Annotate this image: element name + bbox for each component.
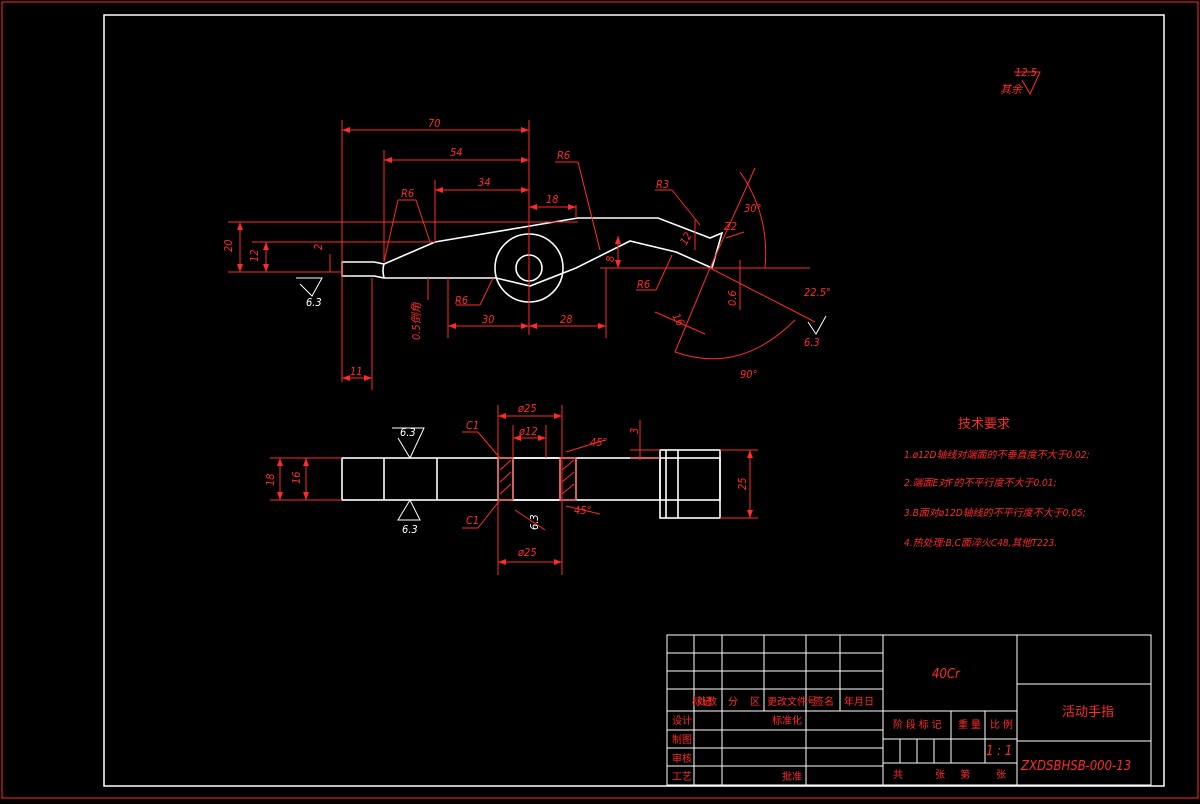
ra-right: 6.3	[804, 336, 820, 349]
tb-drafter-label: 制图	[672, 733, 692, 746]
tb-approve-label: 批准	[782, 770, 802, 783]
tb-sheet-unit: 张	[996, 769, 1006, 781]
top-view-dimension-lines	[228, 120, 816, 390]
dim-16-bottom: 16	[290, 471, 303, 484]
tech-req-item: 2.端面E对F的不平行度不大于0.01;	[904, 477, 1057, 489]
tb-sheet-unit: 张	[935, 769, 945, 781]
dim-c1-top: C1	[466, 419, 479, 432]
technical-requirements: 技术要求 1.ø12D轴线对端面的不垂直度不大于0.02; 2.端面E对F的不平…	[904, 417, 1090, 549]
dim-30: 30	[482, 313, 495, 326]
bottom-view: ø25 ø12 ø25 C1 C1 45° 45° 3 18 16 25 6.3…	[264, 402, 758, 575]
dim-r6-d: R6	[637, 278, 650, 291]
dim-phi25-bottom: ø25	[517, 546, 537, 559]
ra-left: 6.3	[306, 296, 322, 309]
bottom-view-outline	[341, 449, 721, 519]
tech-req-item: 3.B面对ø12D轴线的不平行度不大于0.05;	[904, 507, 1086, 519]
tech-req-title: 技术要求	[958, 417, 1010, 432]
inner-frame	[103, 14, 1165, 787]
tb-header-cell: 更改文件号	[767, 695, 817, 708]
rest-label: 其余	[1000, 83, 1024, 96]
tb-scale-label: 比 例	[990, 718, 1013, 731]
surface-finish-rest: 其余 12.5	[1000, 66, 1041, 96]
dim-12: 12	[248, 249, 261, 262]
dim-25: 25	[736, 477, 749, 490]
tb-checker-label: 审核	[672, 752, 692, 765]
tb-header-cell: 标记	[692, 696, 712, 708]
tb-stage-label: 阶 段 标 记	[893, 718, 942, 731]
tb-part-name: 活动手指	[1062, 705, 1114, 720]
roughness-symbol-icon	[807, 315, 827, 335]
tb-header-cell: 签名	[814, 695, 834, 708]
dim-54: 54	[450, 146, 463, 159]
dim-16: 16	[669, 311, 687, 328]
title-block-grid	[666, 634, 1152, 786]
tb-scale-value: 1 : 1	[986, 744, 1012, 759]
bottom-view-arrowheads	[277, 413, 753, 565]
tb-process-label: 工艺	[672, 771, 692, 783]
dim-18: 18	[546, 193, 559, 206]
dim-12-b: 12	[677, 230, 695, 247]
dim-z2: Z2	[723, 220, 737, 233]
top-view: 70 54 34 18 R6 R6 R3 R6 R6 20 12 2 6.3 3…	[222, 117, 831, 390]
ra-bore: 6.3	[528, 514, 541, 530]
title-block: 标记 处数 分 区 更改文件号 签名 年月日 设计 制图 审核 工艺 标准化 批…	[666, 634, 1152, 786]
dim-28: 28	[560, 313, 573, 326]
ra-bottom-view-bottom: 6.3	[402, 523, 418, 536]
dim-angle-90: 90°	[740, 368, 758, 381]
dim-11: 11	[350, 365, 363, 378]
dim-34: 34	[478, 176, 491, 189]
tb-standardize-label: 标准化	[772, 714, 802, 727]
tb-sheet-index-label: 第	[960, 768, 970, 781]
dim-phi12: ø12	[518, 425, 538, 438]
dim-chamfer-note: 0.5倒角	[410, 301, 423, 340]
dim-c1-bottom: C1	[466, 514, 479, 527]
tb-sheet-total-label: 共	[893, 769, 903, 781]
dim-3: 3	[628, 428, 641, 434]
dim-r3: R3	[656, 178, 669, 191]
ra-bottom-view-top: 6.3	[400, 426, 416, 439]
dim-angle-22-5: 22.5°	[804, 286, 831, 299]
dim-70: 70	[428, 117, 441, 130]
dim-r6-c: R6	[455, 294, 468, 307]
dim-angle-45-bottom: 45°	[574, 504, 592, 517]
dim-2: 2	[312, 244, 325, 250]
tech-req-item: 1.ø12D轴线对端面的不垂直度不大于0.02;	[904, 449, 1090, 461]
dim-r6-a: R6	[401, 187, 414, 200]
tb-header-cell: 处数	[697, 695, 717, 708]
roughness-symbol-icon	[397, 498, 421, 521]
tb-header-cell: 年月日	[844, 695, 874, 708]
dim-phi25-top: ø25	[517, 402, 537, 415]
dim-0-6: 0.6	[726, 290, 739, 306]
top-view-outline	[341, 217, 724, 303]
bore-section	[497, 457, 577, 501]
dim-angle-30: 30°	[744, 202, 762, 215]
dim-18-bottom: 18	[264, 473, 277, 486]
bottom-view-dimension-lines	[270, 405, 758, 575]
dim-20: 20	[222, 239, 235, 252]
tb-header-cell: 区	[750, 696, 760, 708]
dim-r6-b: R6	[557, 149, 570, 162]
roughness-symbol-icon	[1014, 71, 1041, 96]
roughness-symbol-icon	[296, 277, 323, 297]
tb-weight-label: 重 量	[958, 718, 981, 731]
tb-material: 40Cr	[932, 667, 961, 682]
dim-8: 8	[604, 256, 617, 262]
top-view-arrowheads	[237, 127, 621, 381]
tb-header-cell: 分	[728, 696, 738, 708]
roughness-symbol-icon	[392, 427, 425, 460]
tb-drawing-number: ZXDSBHSB-000-13	[1020, 759, 1131, 774]
tb-designer-label: 设计	[672, 714, 692, 727]
dim-angle-45-top: 45°	[590, 436, 608, 449]
tech-req-item: 4.热处理:B,C面淬火C48,其他T223.	[904, 537, 1057, 549]
